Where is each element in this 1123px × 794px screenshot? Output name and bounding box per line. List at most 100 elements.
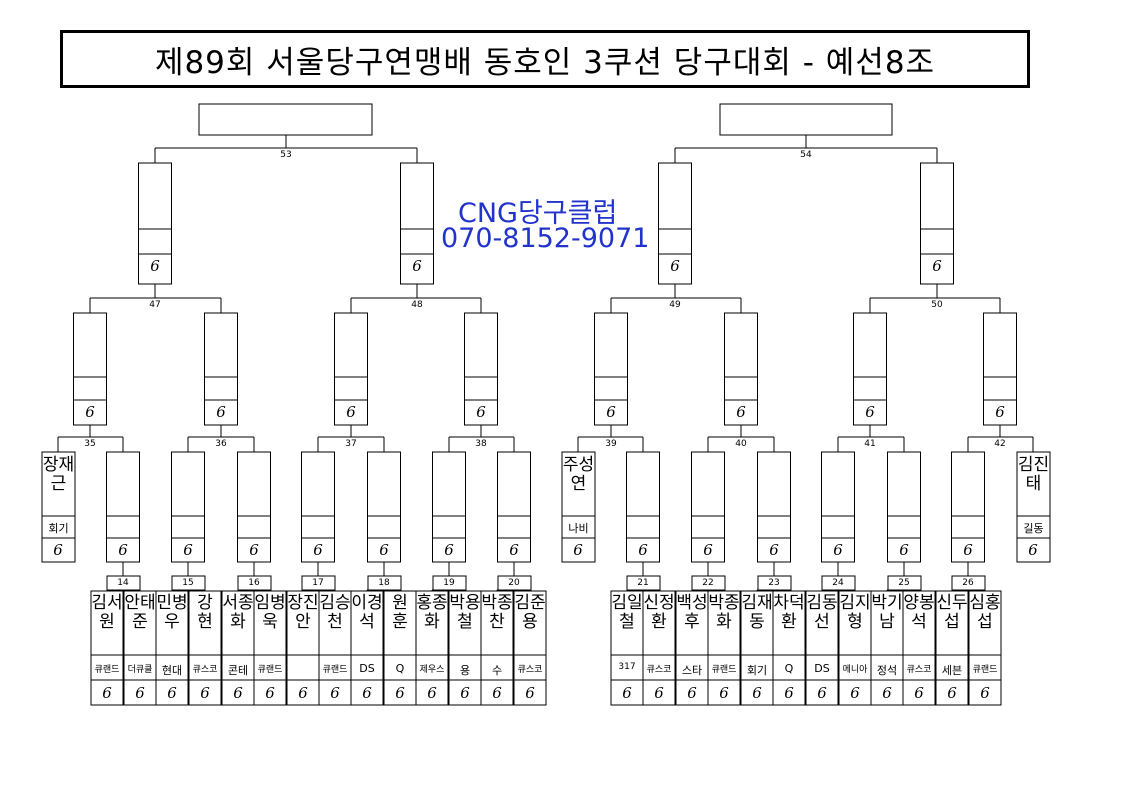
score-mark: 6	[654, 684, 664, 702]
score-mark: 6	[85, 403, 95, 421]
player-name: 박기남	[871, 593, 903, 632]
score-mark: 6	[492, 684, 502, 702]
player-box	[155, 590, 189, 706]
player-name: 양봉석	[903, 593, 935, 632]
player-name: 원 훈	[392, 593, 408, 632]
player-club: 큐스코	[517, 665, 543, 675]
player-club: 큐스코	[906, 665, 932, 675]
score-mark: 6	[53, 541, 63, 559]
round2-slot	[594, 312, 628, 426]
score-mark: 6	[200, 684, 210, 702]
round1-slot	[691, 451, 725, 563]
match-number: 50	[931, 300, 943, 310]
player-club: Q	[784, 662, 794, 675]
score-mark: 6	[752, 684, 762, 702]
match-number: 21	[637, 578, 649, 588]
match-number: 39	[605, 439, 617, 449]
title-box: 제89회 서울당구연맹배 동호인 3쿠션 당구대회 - 예선8조	[60, 30, 1030, 88]
player-name: 차덕환	[773, 593, 805, 632]
round1-slot	[497, 451, 531, 563]
seeded-player-name: 주성연	[562, 455, 595, 494]
match-number: 17	[312, 578, 324, 588]
player-name: 김일철	[611, 593, 643, 632]
score-mark: 6	[249, 541, 259, 559]
score-mark: 6	[444, 541, 454, 559]
match-number: 35	[84, 439, 96, 449]
match-number: 38	[475, 439, 487, 449]
score-mark: 6	[638, 541, 648, 559]
player-box	[870, 590, 904, 706]
round1-slot	[626, 451, 660, 563]
score-mark: 6	[362, 684, 372, 702]
match-number: 19	[443, 578, 455, 588]
score-mark: 6	[167, 684, 177, 702]
seeded-player-box	[41, 451, 76, 563]
score-mark: 6	[135, 684, 145, 702]
player-name: 박종찬	[481, 593, 513, 632]
score-mark: 6	[150, 257, 160, 275]
round1-slot	[432, 451, 466, 563]
match-number: 48	[411, 300, 423, 310]
player-box	[707, 590, 741, 706]
score-mark: 6	[850, 684, 860, 702]
score-mark: 6	[233, 684, 243, 702]
player-box	[935, 590, 969, 706]
player-name: 김준용	[514, 593, 546, 632]
player-name: 김서원	[91, 593, 123, 632]
score-mark: 6	[670, 257, 680, 275]
player-box	[480, 590, 514, 706]
player-club: 정석	[876, 664, 898, 676]
score-mark: 6	[265, 684, 275, 702]
score-mark: 6	[427, 684, 437, 702]
player-club: 큐랜드	[94, 665, 120, 675]
round2-slot	[853, 312, 887, 426]
match-number: 16	[248, 578, 260, 588]
score-mark: 6	[865, 403, 875, 421]
player-name: 이경석	[351, 593, 383, 632]
match-number: 49	[669, 300, 681, 310]
score-mark: 6	[817, 684, 827, 702]
match-number: 47	[149, 300, 161, 310]
player-box	[448, 590, 482, 706]
score-mark: 6	[118, 541, 128, 559]
score-mark: 6	[899, 541, 909, 559]
score-mark: 6	[379, 541, 389, 559]
match-number: 37	[345, 439, 357, 449]
score-mark: 6	[606, 403, 616, 421]
player-box	[253, 590, 287, 706]
player-club: 메니아	[842, 665, 868, 675]
score-mark: 6	[932, 257, 942, 275]
match-number: 14	[117, 578, 129, 588]
player-box	[318, 590, 352, 706]
tournament-title: 제89회 서울당구연맹배 동호인 3쿠션 당구대회 - 예선8조	[154, 44, 936, 81]
player-club: 현대	[161, 664, 183, 676]
player-club: 세븐	[941, 664, 963, 676]
player-club: 큐랜드	[711, 665, 737, 675]
score-mark: 6	[995, 403, 1005, 421]
player-box	[902, 590, 936, 706]
player-name: 김재동	[741, 593, 773, 632]
player-box	[805, 590, 839, 706]
player-name: 박종화	[708, 593, 740, 632]
score-mark: 6	[833, 541, 843, 559]
match-number: 36	[215, 439, 227, 449]
round1-slot	[951, 451, 985, 563]
player-name: 심홍섭	[969, 593, 1001, 632]
match-number: 40	[735, 439, 747, 449]
final-box	[719, 103, 893, 136]
round1-slot	[301, 451, 335, 563]
score-mark: 6	[769, 541, 779, 559]
seeded-player-name: 김진태	[1017, 455, 1050, 494]
round3-slot	[658, 162, 692, 285]
player-club: DS	[814, 662, 830, 675]
seeded-player-box	[1016, 451, 1051, 563]
player-club: 큐스코	[646, 665, 672, 675]
player-box	[188, 590, 222, 706]
seeded-player-name: 장재근	[42, 455, 75, 494]
player-club: 큐랜드	[322, 665, 348, 675]
round1-slot	[171, 451, 205, 563]
score-mark: 6	[460, 684, 470, 702]
round1-slot	[821, 451, 855, 563]
score-mark: 6	[525, 684, 535, 702]
round2-slot	[334, 312, 368, 426]
